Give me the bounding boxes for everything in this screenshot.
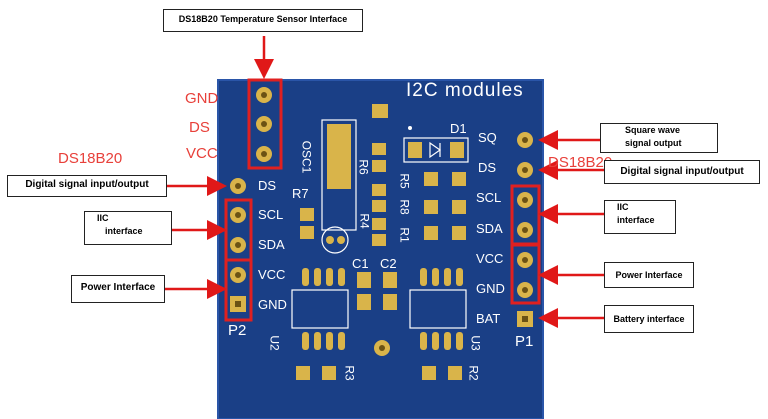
callout-right-iic: IIC interface (604, 200, 676, 234)
right-pin-sda: SDA (476, 221, 503, 236)
red-label-ds18b20-left: DS18B20 (58, 150, 123, 167)
callout-arrows (165, 36, 604, 328)
callout-ds18b20-text: DS18B20 Temperature Sensor Interface (178, 14, 348, 24)
pcb-board (218, 80, 543, 419)
right-pin-ds: DS (478, 160, 497, 175)
left-header-p2 (230, 178, 246, 312)
left-pin-sda: SDA (258, 237, 285, 252)
callout-right-digital: Digital signal input/output (604, 160, 760, 184)
right-pin-sq: SQ (478, 130, 497, 145)
label-r8: R8 (397, 199, 412, 215)
callout-left-digital: Digital signal input/output (7, 175, 167, 197)
left-header-label: P2 (228, 322, 247, 339)
right-pin-bat: BAT (476, 311, 501, 326)
board-title: I2C modules (406, 80, 524, 101)
label-c2: C2 (380, 256, 397, 271)
callout-left-iic: IIC interface (84, 211, 172, 245)
left-pin-ds: DS (258, 178, 277, 193)
red-label-ds18b20-right: DS18B20 (548, 154, 613, 171)
label-osc1: OSC1 (299, 140, 314, 174)
label-u2: U2 (267, 335, 282, 351)
callout-left-digital-text: Digital signal input/output (25, 179, 149, 190)
left-pin-gnd: GND (258, 297, 287, 312)
top-header (256, 87, 272, 162)
label-r5: R5 (397, 173, 412, 189)
red-label-ds: DS (189, 119, 210, 136)
label-r4: R4 (357, 213, 372, 229)
left-pin-vcc: VCC (258, 267, 286, 282)
right-pin-gnd: GND (476, 281, 505, 296)
left-pin-scl: SCL (258, 207, 284, 222)
right-header-label: P1 (515, 333, 534, 350)
callout-right-power-text: Power Interface (615, 270, 683, 280)
label-r6: R6 (356, 159, 371, 175)
callout-ds18b20-interface: DS18B20 Temperature Sensor Interface (163, 9, 363, 32)
callout-right-battery-text: Battery interface (613, 314, 685, 324)
label-d1: D1 (450, 121, 467, 136)
callout-right-iic-line2: interface (617, 215, 655, 225)
label-r3: R3 (342, 365, 357, 381)
label-r7: R7 (292, 186, 309, 201)
callout-right-battery: Battery interface (604, 305, 694, 333)
red-label-gnd: GND (185, 90, 219, 107)
components (291, 104, 469, 380)
callout-right-power: Power Interface (604, 262, 694, 288)
label-c1: C1 (352, 256, 369, 271)
red-label-vcc: VCC (186, 145, 218, 162)
right-pin-scl: SCL (476, 190, 502, 205)
callout-left-iic-line1: IIC (97, 213, 109, 223)
callout-left-power-text: Power Interface (80, 282, 156, 293)
label-r2: R2 (466, 365, 481, 381)
callout-right-square-line2: signal output (625, 138, 682, 148)
right-header-p1 (517, 132, 533, 327)
callout-right-iic-line1: IIC (617, 202, 629, 212)
label-u3: U3 (468, 335, 483, 351)
callout-right-square-wave: Square wave signal output (600, 123, 718, 153)
right-pin-vcc: VCC (476, 251, 504, 266)
label-r1: R1 (397, 227, 412, 243)
callout-right-digital-text: Digital signal input/output (620, 166, 744, 177)
callout-right-square-line1: Square wave (625, 125, 681, 135)
callout-left-iic-line2: interface (105, 226, 143, 236)
callout-left-power: Power Interface (71, 275, 165, 303)
